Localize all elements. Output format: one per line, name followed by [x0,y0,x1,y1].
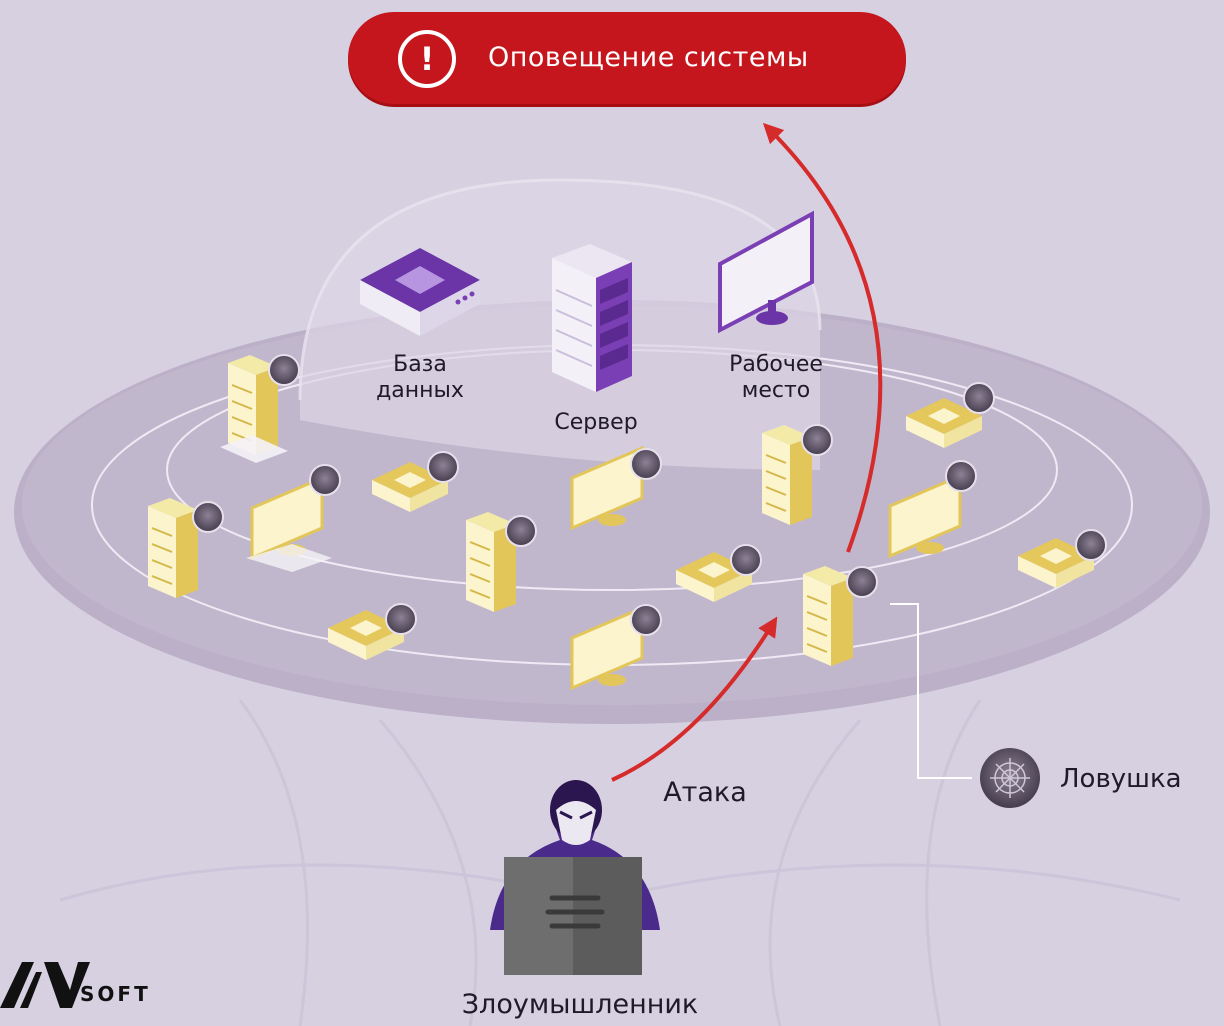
attacker-figure [490,780,660,975]
legend-callout-line [890,603,972,779]
decoy-devices [148,355,1094,691]
trap-legend-label: Ловушка [1060,764,1182,794]
company-logo: SOFT [0,960,170,1020]
attack-label: Атака [663,777,747,808]
trap-badges [192,354,1107,636]
alert-arrow [762,122,883,553]
server-label: Сервер [554,410,638,435]
attacker-label: Злоумышленник [461,989,699,1020]
av-logo-icon [0,962,90,1008]
alert-text: Оповещение системы [488,42,809,73]
workstation-label: Рабочее место [729,352,823,403]
server-icon [552,244,632,392]
exclamation-icon: ! [398,30,456,88]
database-label: База данных [376,352,464,403]
trap-web-icon [980,748,1040,808]
attack-arrow [611,616,778,782]
workstation-icon [718,210,814,334]
database-icon [360,248,480,336]
logo-text: SOFT [80,982,151,1006]
system-alert-banner: ! Оповещение системы [348,12,906,104]
